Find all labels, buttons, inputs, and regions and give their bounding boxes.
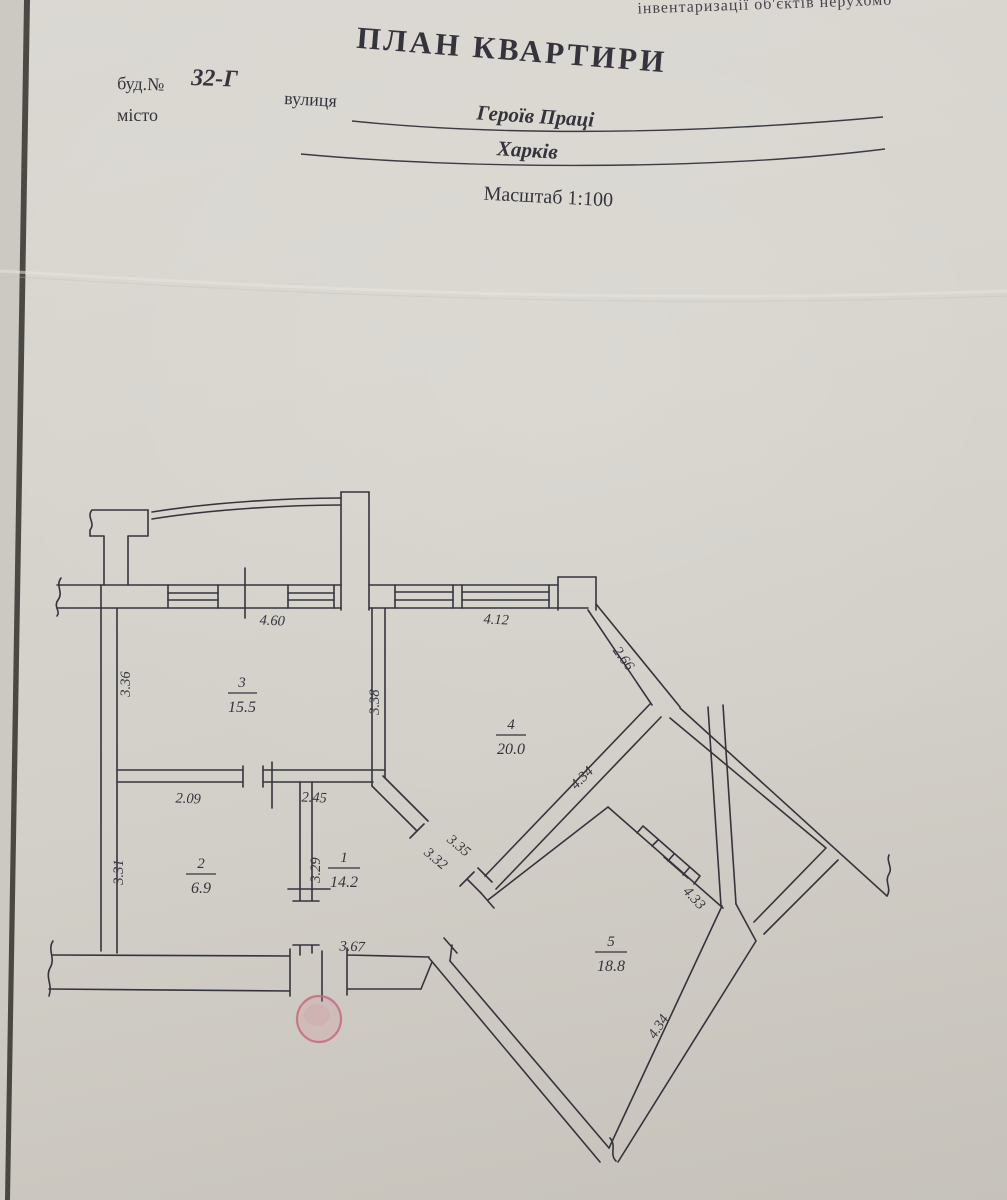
svg-text:5: 5 xyxy=(607,934,615,950)
wall-diag-335 xyxy=(371,775,493,894)
floor-plan-drawing xyxy=(47,491,892,1163)
svg-text:1: 1 xyxy=(340,850,348,866)
wall-room5-ne xyxy=(607,806,724,909)
street-underline xyxy=(351,116,884,133)
letterhead-fragment: інвентаризації об'єктів нерухомо xyxy=(637,0,892,17)
svg-text:6.9: 6.9 xyxy=(191,880,211,897)
dim-room3-width: 4.60 xyxy=(259,612,286,629)
street-value: Героїв Праці xyxy=(475,100,595,131)
wall-break-right xyxy=(886,854,892,897)
svg-text:4: 4 xyxy=(507,717,515,733)
city-value: Харків xyxy=(495,136,559,164)
dim-room3-right: 3.38 xyxy=(367,689,383,716)
window-jambs xyxy=(167,584,550,609)
dim-room1-diag-b: 3.32 xyxy=(420,844,450,873)
room-labels: 3 15.5 4 20.0 2 6.9 1 14.2 5 18.8 xyxy=(186,675,627,975)
room-label-2: 2 6.9 xyxy=(186,856,216,897)
wall-room5-sw xyxy=(420,957,610,1163)
dim-room1-bottom: 3.67 xyxy=(338,939,366,956)
room-label-1: 1 14.2 xyxy=(328,850,360,891)
document-header: інвентаризації об'єктів нерухомо ПЛАН КВ… xyxy=(117,0,893,211)
window-lines xyxy=(167,591,550,601)
svg-text:3: 3 xyxy=(237,675,246,691)
wall-break-top-left xyxy=(55,577,62,617)
svg-text:20.0: 20.0 xyxy=(497,741,525,758)
street-label: вулиця xyxy=(284,88,338,111)
svg-text:18.8: 18.8 xyxy=(597,958,625,975)
wall-room3-bottom xyxy=(116,765,386,788)
stamp xyxy=(295,994,343,1044)
scale-note: Масштаб 1:100 xyxy=(483,183,614,212)
building-number: 32-Г xyxy=(190,65,239,93)
wall-hall-right xyxy=(707,704,737,907)
building-label: буд.№ xyxy=(117,73,165,95)
dim-room1-diag-a: 3.35 xyxy=(443,831,473,860)
city-label: місто xyxy=(117,105,158,125)
dim-room2-left: 3.31 xyxy=(111,859,127,885)
wall-loggia-right xyxy=(669,707,888,935)
stamp-circle xyxy=(295,994,343,1044)
page-title: ПЛАН КВАРТИРИ xyxy=(355,20,668,79)
svg-text:14.2: 14.2 xyxy=(330,874,358,891)
wall-diag-434 xyxy=(484,703,662,890)
wall-break-bottom xyxy=(609,1137,617,1162)
dim-room4-width: 4.12 xyxy=(483,611,509,628)
dimension-labels: 4.60 4.12 2.66 3.36 3.38 4.34 2.09 2.45 … xyxy=(111,611,708,1041)
wall-break-bottom-left xyxy=(47,940,54,997)
wall-room3-right xyxy=(371,607,386,787)
balcony-arc xyxy=(151,497,342,520)
wall-bottom-band xyxy=(48,947,430,997)
wall-top-left-block xyxy=(89,509,149,586)
wall-room5-nw xyxy=(443,806,609,962)
svg-text:15.5: 15.5 xyxy=(228,699,256,716)
room-label-4: 4 20.0 xyxy=(496,717,526,758)
page-edge xyxy=(0,0,30,1200)
dim-room5-top: 4.33 xyxy=(679,884,708,913)
dim-room1-top: 2.45 xyxy=(301,790,327,807)
dim-room3-left: 3.36 xyxy=(118,671,134,698)
svg-text:2: 2 xyxy=(197,856,205,872)
dim-room2-width: 2.09 xyxy=(175,791,202,808)
dim-room5-bottom: 4.34 xyxy=(645,1012,672,1042)
dim-room1-left: 3.29 xyxy=(308,857,324,884)
wall-room5-se xyxy=(608,903,757,1163)
wall-room2-room1 xyxy=(292,781,320,956)
room-label-5: 5 18.8 xyxy=(595,934,627,975)
wall-diag-266 xyxy=(587,603,681,708)
wall-left-outer xyxy=(100,584,118,954)
city-underline xyxy=(300,148,886,167)
paper-crease xyxy=(0,269,1007,298)
wall-top-middle-block xyxy=(340,491,370,611)
room-label-3: 3 15.5 xyxy=(228,675,257,716)
wall-top-right-block xyxy=(557,576,597,611)
